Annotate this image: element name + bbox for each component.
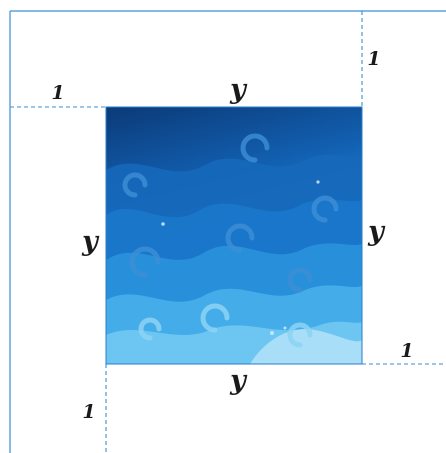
label-top-left-1: 1: [51, 82, 64, 104]
label-left-y: y: [81, 226, 100, 257]
label-top-y: y: [229, 74, 248, 105]
label-right-y: y: [367, 216, 386, 247]
outer-square-outline: [9, 10, 446, 453]
label-bottom-y: y: [229, 365, 248, 396]
label-top-right-1: 1: [367, 48, 380, 70]
label-bottom-left-1: 1: [82, 401, 95, 423]
inner-square-outline: [105, 106, 363, 365]
wave-square-image: [106, 107, 362, 364]
label-bottom-right-1: 1: [400, 340, 413, 362]
dashed-guide-lines: [10, 11, 446, 453]
